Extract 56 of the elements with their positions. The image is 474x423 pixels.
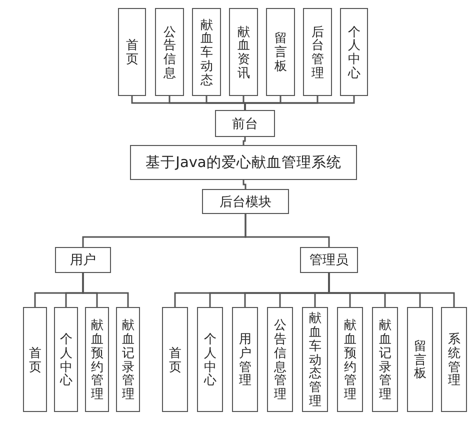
module-box [202, 189, 289, 214]
module-label: 个人中心 [204, 332, 216, 387]
module-label: 个人中心 [348, 24, 360, 80]
module-label: 后台管理 [311, 24, 324, 80]
module-box [303, 8, 332, 96]
module-label: 管理员 [310, 252, 348, 269]
module-box [372, 307, 398, 412]
module-box [302, 307, 328, 412]
connector-line [242, 180, 246, 189]
module-label: 基于Java的爱心献血管理系统 [146, 154, 342, 172]
module-label: 用户管理 [238, 332, 252, 387]
module-box [266, 8, 295, 96]
module-label: 献血记录管理 [122, 318, 134, 401]
connector-line [328, 273, 455, 307]
module-label: 后台模块 [220, 194, 272, 210]
module-box [130, 145, 357, 180]
module-label: 献血车动态 [200, 18, 213, 86]
module-box [197, 307, 223, 412]
module-box [215, 110, 275, 137]
module-label: 前台 [232, 116, 258, 132]
module-box [23, 307, 47, 412]
module-box [55, 247, 111, 273]
module-box [162, 307, 188, 412]
module-label: 公告信息管理 [274, 318, 286, 401]
module-box [118, 8, 146, 96]
module-box [192, 8, 221, 96]
module-label: 个人中心 [60, 332, 72, 387]
module-label: 献血预约管理 [90, 318, 104, 401]
module-label: 首页 [168, 346, 182, 374]
module-label: 献血记录管理 [378, 318, 392, 401]
module-label: 首页 [28, 346, 42, 374]
module-label: 用户 [70, 252, 96, 269]
module-label: 献血预约管理 [344, 318, 356, 401]
module-box [85, 307, 109, 412]
module-box [54, 307, 78, 412]
module-label: 首页 [126, 38, 138, 66]
module-label: 留言板 [414, 338, 426, 380]
connector-line [242, 137, 246, 145]
module-label: 公告信息 [163, 24, 176, 80]
module-label: 系统管理 [448, 332, 460, 387]
module-box [229, 8, 258, 96]
module-label: 献血资讯 [237, 24, 250, 80]
connector-line [244, 96, 355, 110]
module-box [267, 307, 293, 412]
module-label: 留言板 [274, 31, 287, 73]
module-box [155, 8, 184, 96]
module-label: 献血车动态管理 [308, 311, 322, 408]
connector-line [244, 214, 330, 247]
connector-line [82, 273, 129, 307]
module-box [232, 307, 258, 412]
module-box [337, 307, 363, 412]
module-box [441, 307, 467, 412]
module-box [340, 8, 368, 96]
module-box [300, 247, 358, 273]
module-box [407, 307, 433, 412]
module-box [116, 307, 140, 412]
